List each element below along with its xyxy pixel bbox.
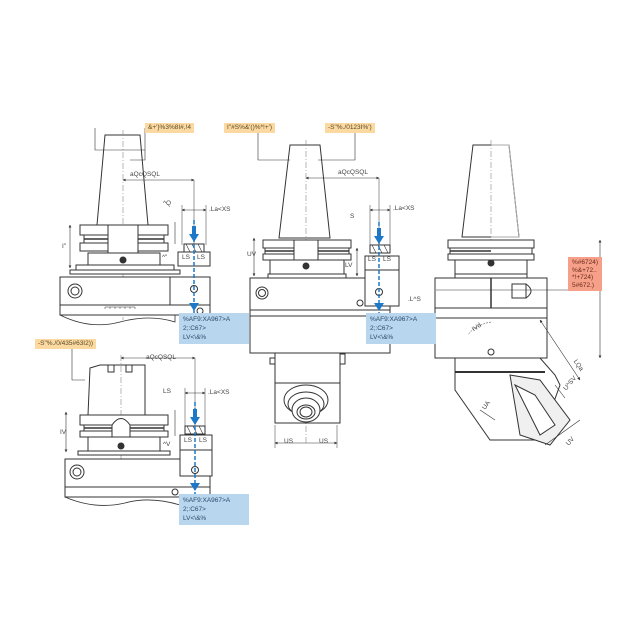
info-box-bottom-left: %AF9:XA967>A 2;:C67> LV<\&%	[179, 494, 249, 525]
info-line: *!+724)	[572, 274, 594, 281]
view-top-middle	[249, 128, 400, 448]
info-line: LV<\&%	[183, 334, 207, 341]
info-box-top-left: %AF9:XA967>A 2;:C67> LV<\&%	[179, 313, 249, 344]
info-line: %#6724)	[572, 259, 599, 266]
dim-ls-top: LS	[163, 388, 171, 395]
callout-top-middle-left: I"#S%&'()%*!+')	[224, 123, 276, 133]
info-line: LV<\&%	[370, 334, 394, 341]
dim-s: S	[350, 213, 355, 220]
dim-us-right: US	[319, 438, 329, 445]
dim-las: .L^S	[408, 296, 421, 303]
info-box-top-middle: %AF9:XA967>A 2;:C67> LV<\&%	[366, 313, 436, 344]
dim-a-small: ^"	[162, 254, 168, 261]
dim-v-left: I"	[62, 243, 67, 250]
dim-ls-left: LS	[368, 256, 376, 263]
dim-aq: ^Q	[163, 200, 172, 207]
info-line: %AF9:XA967>A	[183, 497, 231, 504]
view-top-right	[434, 140, 602, 446]
dim-lv: LV	[345, 262, 353, 269]
dim-la: .La<XS	[209, 206, 231, 213]
dim-iv: IV	[60, 429, 67, 436]
dim-ls-left: LS	[182, 254, 190, 261]
info-line: %AF9:XA967>A	[183, 316, 231, 323]
dim-la: .La<XS	[393, 205, 415, 212]
dim-ls-right: LS	[197, 254, 205, 261]
dim-us-left: US	[284, 438, 294, 445]
dim-center-distance: aQcQSQL	[146, 354, 176, 361]
callout-bottom-left: -S"%./0/435#63I2))	[35, 339, 97, 349]
callout-top-middle-right: -S"%./0123I%')	[325, 123, 375, 133]
view-top-left	[59, 128, 211, 326]
dim-uv: UV	[247, 251, 257, 258]
dim-ls-left: LS	[184, 437, 192, 444]
dim-av: ^V	[163, 441, 171, 448]
info-line: 2;:C67>	[183, 325, 206, 332]
info-line: 5#672.)	[572, 281, 595, 289]
dim-ls-right: LS	[383, 256, 391, 263]
info-line: %&+72..	[572, 266, 597, 274]
dim-la: .La<XS	[208, 389, 230, 396]
info-line: %AF9:XA967>A	[370, 316, 418, 323]
info-line: 2;:C67>	[370, 325, 393, 332]
info-line: LV<\&%	[183, 515, 207, 522]
callout-top-left: &+'}%3%8I#,!4	[145, 123, 194, 133]
dim-ls-right: LS	[199, 437, 207, 444]
dim-center-distance: aQcQSQL	[130, 171, 160, 178]
info-box-top-right: %#6724) %&+72.. *!+724) 5#672.)	[568, 257, 603, 291]
dim-center-distance: aQcQSQL	[338, 169, 368, 176]
view-bottom-left	[64, 348, 213, 506]
info-line: 2;:C67>	[183, 506, 206, 513]
